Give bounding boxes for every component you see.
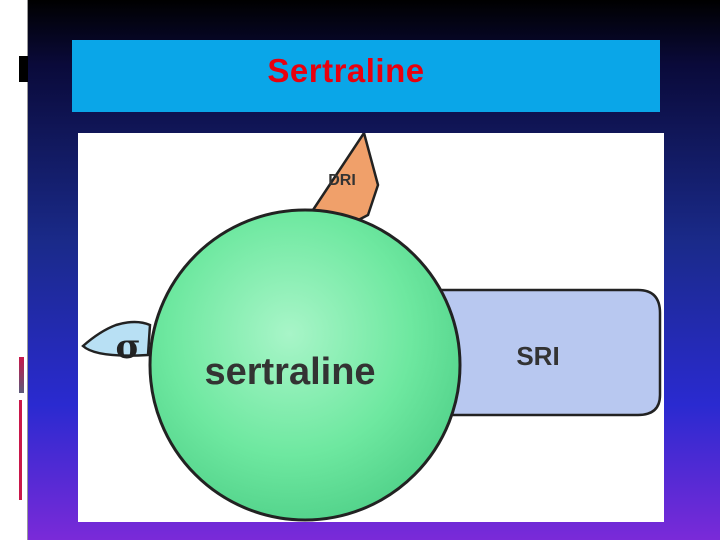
dri-label: DRI	[328, 172, 356, 189]
title-bullet-marker	[19, 56, 28, 82]
sigma-label: σ	[115, 327, 140, 367]
title-banner: Sertraline	[72, 40, 660, 112]
diagram-svg: SRI DRI σ sertraline	[81, 133, 662, 522]
sri-label: SRI	[516, 341, 559, 371]
sertraline-molecule	[148, 208, 462, 522]
sertraline-diagram: SRI DRI σ sertraline	[78, 133, 664, 522]
sri-binding-site	[396, 288, 662, 417]
sigma-binding-site	[81, 320, 152, 357]
accent-bar	[19, 357, 24, 393]
accent-bar	[19, 400, 22, 500]
margin-rule	[27, 0, 28, 540]
slide-title: Sertraline	[267, 52, 425, 89]
center-label: sertraline	[204, 351, 375, 393]
slide-left-margin	[0, 0, 28, 540]
